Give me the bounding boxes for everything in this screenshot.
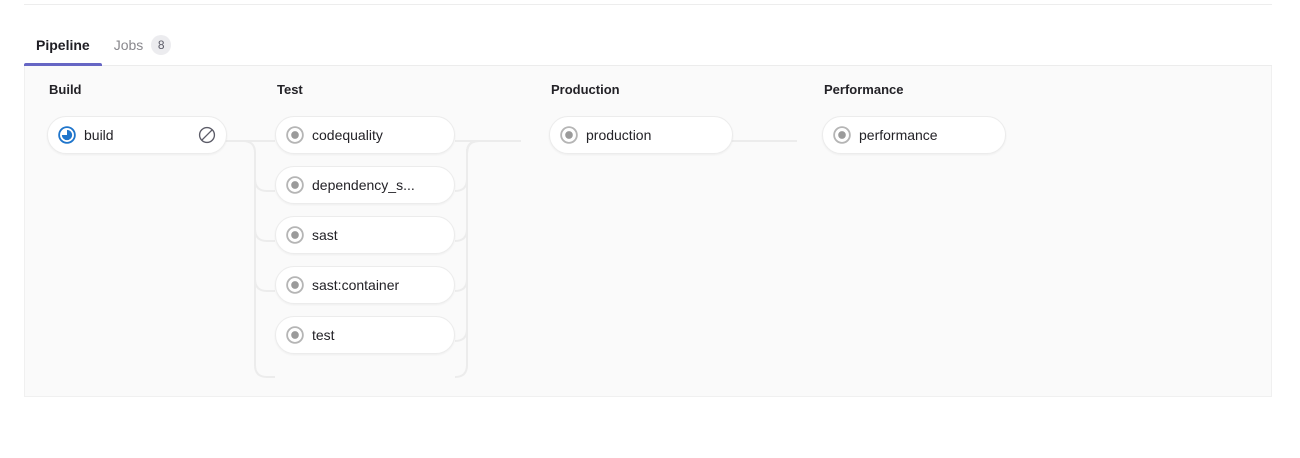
job-performance-name: performance (859, 127, 938, 143)
pipeline-graph: Build build (25, 66, 1271, 396)
stage-build: Build build (47, 82, 227, 154)
pipeline-connector-lines (225, 140, 797, 378)
tab-jobs[interactable]: Jobs 8 (102, 24, 184, 66)
job-codequality-name: codequality (312, 127, 383, 143)
pipeline-graph-panel: Build build (24, 66, 1272, 397)
stage-title-build: Build (49, 82, 82, 97)
job-performance[interactable]: performance (822, 116, 1006, 154)
job-sast-container-name: sast:container (312, 277, 400, 293)
stage-title-production: Production (551, 82, 620, 97)
stage-title-test: Test (277, 82, 303, 97)
connector-build-sastcontainer (254, 278, 275, 292)
connector-build-dependency (254, 178, 275, 192)
status-created-icon (286, 176, 304, 194)
job-build[interactable]: build (47, 116, 227, 154)
job-sast-name: sast (312, 227, 338, 243)
job-production[interactable]: production (549, 116, 733, 154)
stage-jobs-performance: performance (822, 116, 1006, 154)
job-codequality[interactable]: codequality (275, 116, 455, 154)
job-test-name: test (312, 327, 335, 343)
stage-jobs-build: build (47, 116, 227, 154)
status-created-icon (833, 126, 851, 144)
status-created-icon (286, 126, 304, 144)
status-created-icon (286, 326, 304, 344)
tab-list: Pipeline Jobs 8 (24, 24, 183, 66)
stage-jobs-test: codequality dependency_s... (275, 116, 455, 354)
stage-title-performance: Performance (824, 82, 904, 97)
job-dependency-scanning[interactable]: dependency_s... (275, 166, 455, 204)
active-tab-indicator (24, 63, 102, 66)
stage-test: Test codequality dep (275, 82, 455, 354)
tab-bar-underline (24, 65, 1272, 66)
job-dependency-scanning-name: dependency_s... (312, 177, 415, 193)
job-sast[interactable]: sast (275, 216, 455, 254)
connector-test-trunk (454, 153, 468, 378)
status-created-icon (286, 226, 304, 244)
cancel-icon (198, 126, 216, 144)
job-build-name: build (84, 127, 114, 143)
tab-pipeline-label: Pipeline (36, 37, 90, 53)
connector-build-sast (254, 228, 275, 242)
status-created-icon (560, 126, 578, 144)
job-sast-container[interactable]: sast:container (275, 266, 455, 304)
stage-production: Production production (549, 82, 733, 154)
tab-bar: Pipeline Jobs 8 (24, 24, 1272, 66)
tab-jobs-label: Jobs (113, 37, 144, 53)
job-build-cancel-button[interactable] (196, 124, 218, 146)
tab-jobs-badge: 8 (151, 35, 172, 55)
tab-pipeline[interactable]: Pipeline (24, 24, 102, 66)
job-test[interactable]: test (275, 316, 455, 354)
stage-performance: Performance performance (822, 82, 1006, 154)
connector-build-test-trunk (242, 140, 275, 378)
stage-jobs-production: production (549, 116, 733, 154)
job-production-name: production (586, 127, 652, 143)
status-created-icon (286, 276, 304, 294)
connector-dependency-production (454, 140, 521, 192)
top-divider (24, 4, 1272, 5)
status-running-icon (58, 126, 76, 144)
